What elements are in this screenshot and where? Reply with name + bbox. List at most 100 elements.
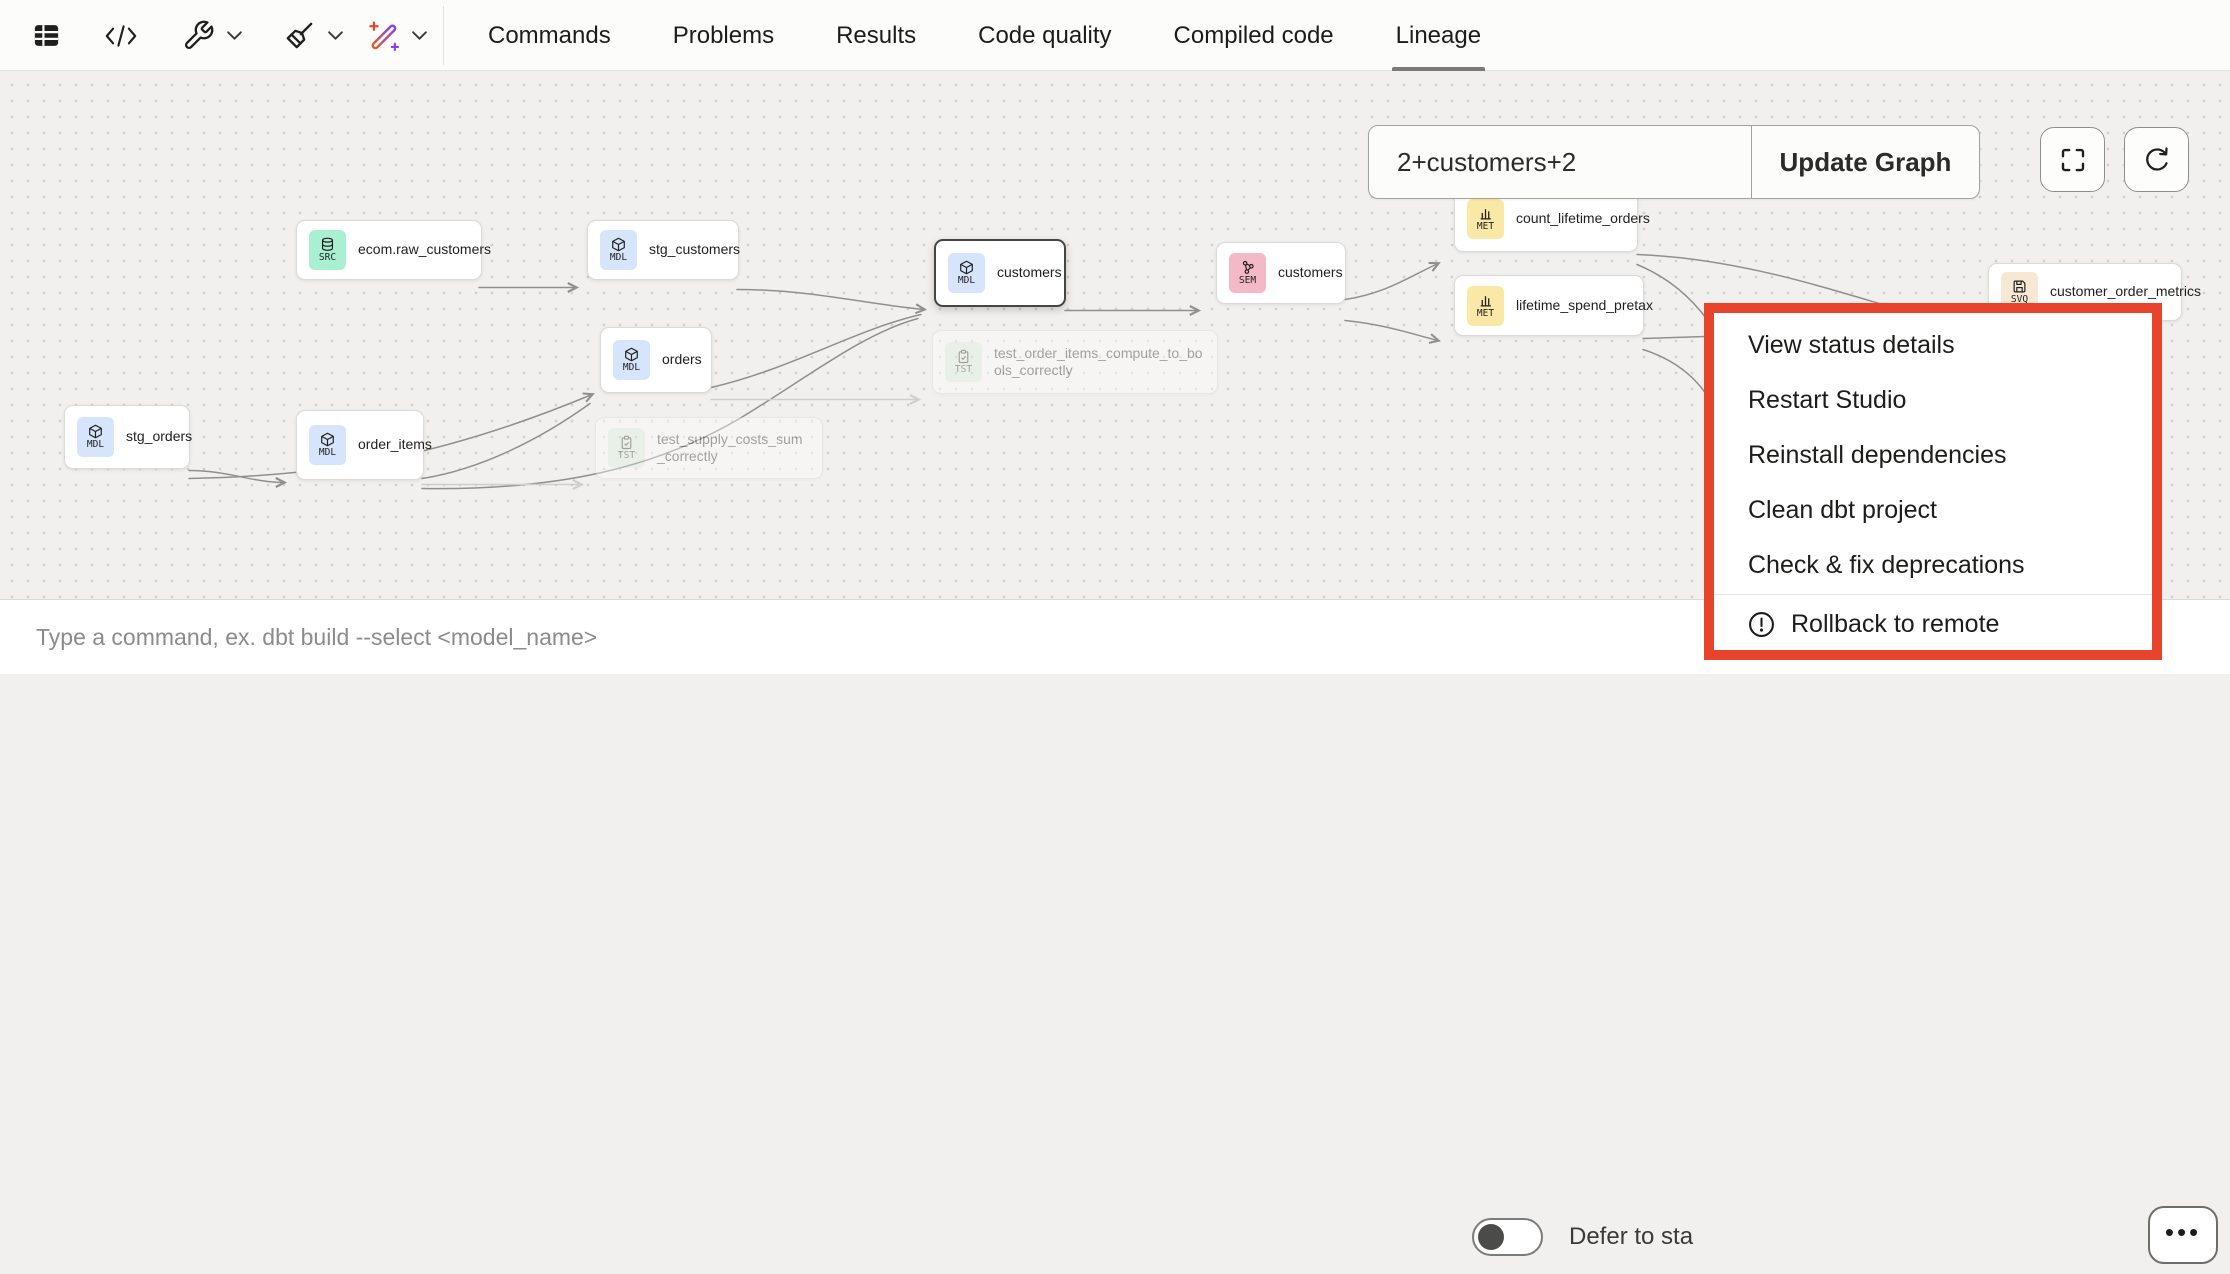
toolbar-divider bbox=[443, 6, 444, 65]
fullscreen-icon bbox=[2061, 148, 2084, 171]
save-icon bbox=[2013, 280, 2026, 293]
menu-divider bbox=[1714, 594, 2152, 595]
test-icon bbox=[621, 435, 632, 450]
node-label: test_order_items_compute_to_bools_correc… bbox=[994, 344, 1203, 379]
node-label: customers bbox=[1278, 264, 1343, 281]
tab-bar: Commands Problems Results Code quality Compi… bbox=[488, 0, 1486, 71]
tab-lineage[interactable]: Lineage bbox=[1391, 0, 1486, 71]
badge-label: MET bbox=[1476, 221, 1495, 233]
node-label: stg_customers bbox=[649, 241, 741, 258]
cube-icon bbox=[960, 260, 973, 275]
chevron-down-icon[interactable] bbox=[226, 0, 243, 71]
badge-label: MDL bbox=[957, 275, 976, 287]
lineage-node-test-order-items[interactable]: TST test_order_items_compute_to_bools_cor… bbox=[932, 330, 1218, 394]
graph-selector-group: Update Graph bbox=[1368, 125, 1980, 199]
fullscreen-button[interactable] bbox=[2040, 127, 2105, 192]
badge-label: TST bbox=[954, 364, 973, 376]
cube-icon bbox=[89, 424, 102, 439]
cube-badge: MDL bbox=[613, 340, 650, 380]
menu-item-label: Restart Studio bbox=[1748, 386, 1907, 414]
toolbar: Commands Problems Results Code quality Compi… bbox=[0, 0, 2230, 71]
metric-icon bbox=[1480, 295, 1491, 307]
cube-badge: MDL bbox=[600, 230, 637, 270]
magic-wand-icon[interactable] bbox=[364, 0, 401, 71]
menu-item-view-status-details[interactable]: View status details bbox=[1714, 318, 2152, 373]
node-label: stg_orders bbox=[126, 428, 193, 445]
menu-item-clean-dbt-project[interactable]: Clean dbt project bbox=[1714, 483, 2152, 538]
lineage-node-customers-semantic[interactable]: SEM customers bbox=[1216, 242, 1346, 304]
node-label: count_lifetime_orders bbox=[1516, 210, 1650, 227]
cube-badge: MDL bbox=[309, 425, 346, 465]
database-icon bbox=[321, 237, 334, 252]
chevron-down-icon[interactable] bbox=[411, 0, 428, 71]
broom-icon[interactable] bbox=[283, 0, 316, 71]
warning-icon bbox=[1748, 611, 1775, 638]
menu-item-label: Check & fix deprecations bbox=[1748, 551, 2025, 579]
menu-item-restart-studio[interactable]: Restart Studio bbox=[1714, 373, 2152, 428]
cube-icon bbox=[321, 432, 334, 447]
semantic-badge: SEM bbox=[1229, 253, 1266, 293]
node-label: customers bbox=[997, 264, 1062, 281]
node-label: order_items bbox=[358, 436, 432, 453]
node-label: customer_order_metrics bbox=[2050, 283, 2201, 300]
database-badge: SRC bbox=[309, 230, 346, 270]
cube-icon bbox=[612, 237, 625, 252]
cube-badge: MDL bbox=[948, 253, 985, 293]
badge-label: MDL bbox=[609, 252, 628, 264]
test-icon bbox=[958, 349, 969, 364]
badge-label: MET bbox=[1476, 307, 1495, 319]
menu-item-label: View status details bbox=[1748, 331, 1955, 359]
tab-commands[interactable]: Commands bbox=[488, 21, 611, 49]
lineage-node-order-items[interactable]: MDL order_items bbox=[296, 410, 432, 480]
code-icon[interactable] bbox=[104, 0, 138, 71]
menu-item-label: Clean dbt project bbox=[1748, 496, 1938, 524]
table-icon[interactable] bbox=[31, 0, 62, 71]
lineage-node-lifetime-spend-pretax[interactable]: MET lifetime_spend_pretax bbox=[1454, 275, 1653, 336]
tab-results[interactable]: Results bbox=[836, 21, 917, 49]
update-graph-button[interactable]: Update Graph bbox=[1751, 126, 1979, 198]
metric-icon bbox=[1480, 209, 1491, 220]
badge-label: SVQ bbox=[2010, 294, 2029, 306]
badge-label: MDL bbox=[318, 447, 337, 459]
test-badge: TST bbox=[945, 342, 982, 382]
refresh-icon bbox=[2145, 146, 2168, 171]
wrench-icon[interactable] bbox=[182, 0, 215, 71]
tab-problems[interactable]: Problems bbox=[672, 21, 775, 49]
metric-badge: MET bbox=[1467, 285, 1504, 326]
badge-label: TST bbox=[617, 450, 636, 462]
node-label: test_supply_costs_sum_correctly bbox=[657, 430, 803, 465]
defer-toggle[interactable] bbox=[1472, 1218, 1543, 1256]
lineage-node-orders[interactable]: MDL orders bbox=[600, 327, 712, 393]
toggle-knob bbox=[1478, 1224, 1504, 1250]
cube-badge: MDL bbox=[77, 417, 114, 457]
chevron-down-icon[interactable] bbox=[327, 0, 344, 71]
badge-label: SRC bbox=[318, 252, 337, 264]
badge-label: MDL bbox=[622, 362, 641, 374]
menu-item-rollback-to-remote[interactable]: Rollback to remote bbox=[1714, 597, 2152, 652]
tab-compiled-code[interactable]: Compiled code bbox=[1173, 21, 1334, 49]
lineage-node-customers-model[interactable]: MDL customers bbox=[934, 239, 1066, 307]
tab-code-quality[interactable]: Code quality bbox=[978, 21, 1112, 49]
menu-item-check-fix-deprecations[interactable]: Check & fix deprecations bbox=[1714, 538, 2152, 593]
badge-label: MDL bbox=[86, 439, 105, 451]
node-label: ecom.raw_customers bbox=[358, 241, 492, 258]
badge-label: SEM bbox=[1238, 275, 1257, 287]
menu-item-label: Rollback to remote bbox=[1791, 610, 2000, 638]
lineage-node-test-supply-costs[interactable]: TST test_supply_costs_sum_correctly bbox=[595, 417, 823, 479]
node-label: orders bbox=[662, 351, 702, 368]
menu-item-reinstall-dependencies[interactable]: Reinstall dependencies bbox=[1714, 428, 2152, 483]
refresh-button[interactable] bbox=[2124, 127, 2189, 192]
lineage-node-stg-orders[interactable]: MDL stg_orders bbox=[64, 405, 193, 469]
lineage-node-ecom-raw-customers[interactable]: SRC ecom.raw_customers bbox=[296, 220, 491, 280]
menu-item-label: Reinstall dependencies bbox=[1748, 441, 2007, 469]
test-badge: TST bbox=[608, 428, 645, 468]
more-options-button[interactable]: ••• bbox=[2148, 1206, 2218, 1264]
metric-badge: MET bbox=[1467, 199, 1504, 239]
node-label: lifetime_spend_pretax bbox=[1516, 296, 1653, 313]
command-input[interactable] bbox=[36, 600, 1396, 675]
graph-selector-input[interactable] bbox=[1369, 126, 1751, 198]
lineage-node-stg-customers[interactable]: MDL stg_customers bbox=[587, 220, 741, 280]
cube-icon bbox=[625, 347, 638, 362]
